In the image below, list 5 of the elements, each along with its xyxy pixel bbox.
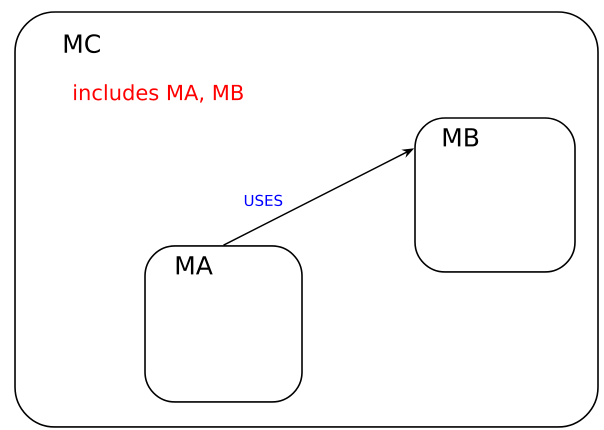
box-title: MB (444, 128, 478, 146)
box-title: MA (176, 256, 213, 274)
edge-label: USES (242, 194, 284, 208)
box-note: includes MA, MB (74, 84, 243, 103)
box-title: MC (64, 34, 100, 54)
